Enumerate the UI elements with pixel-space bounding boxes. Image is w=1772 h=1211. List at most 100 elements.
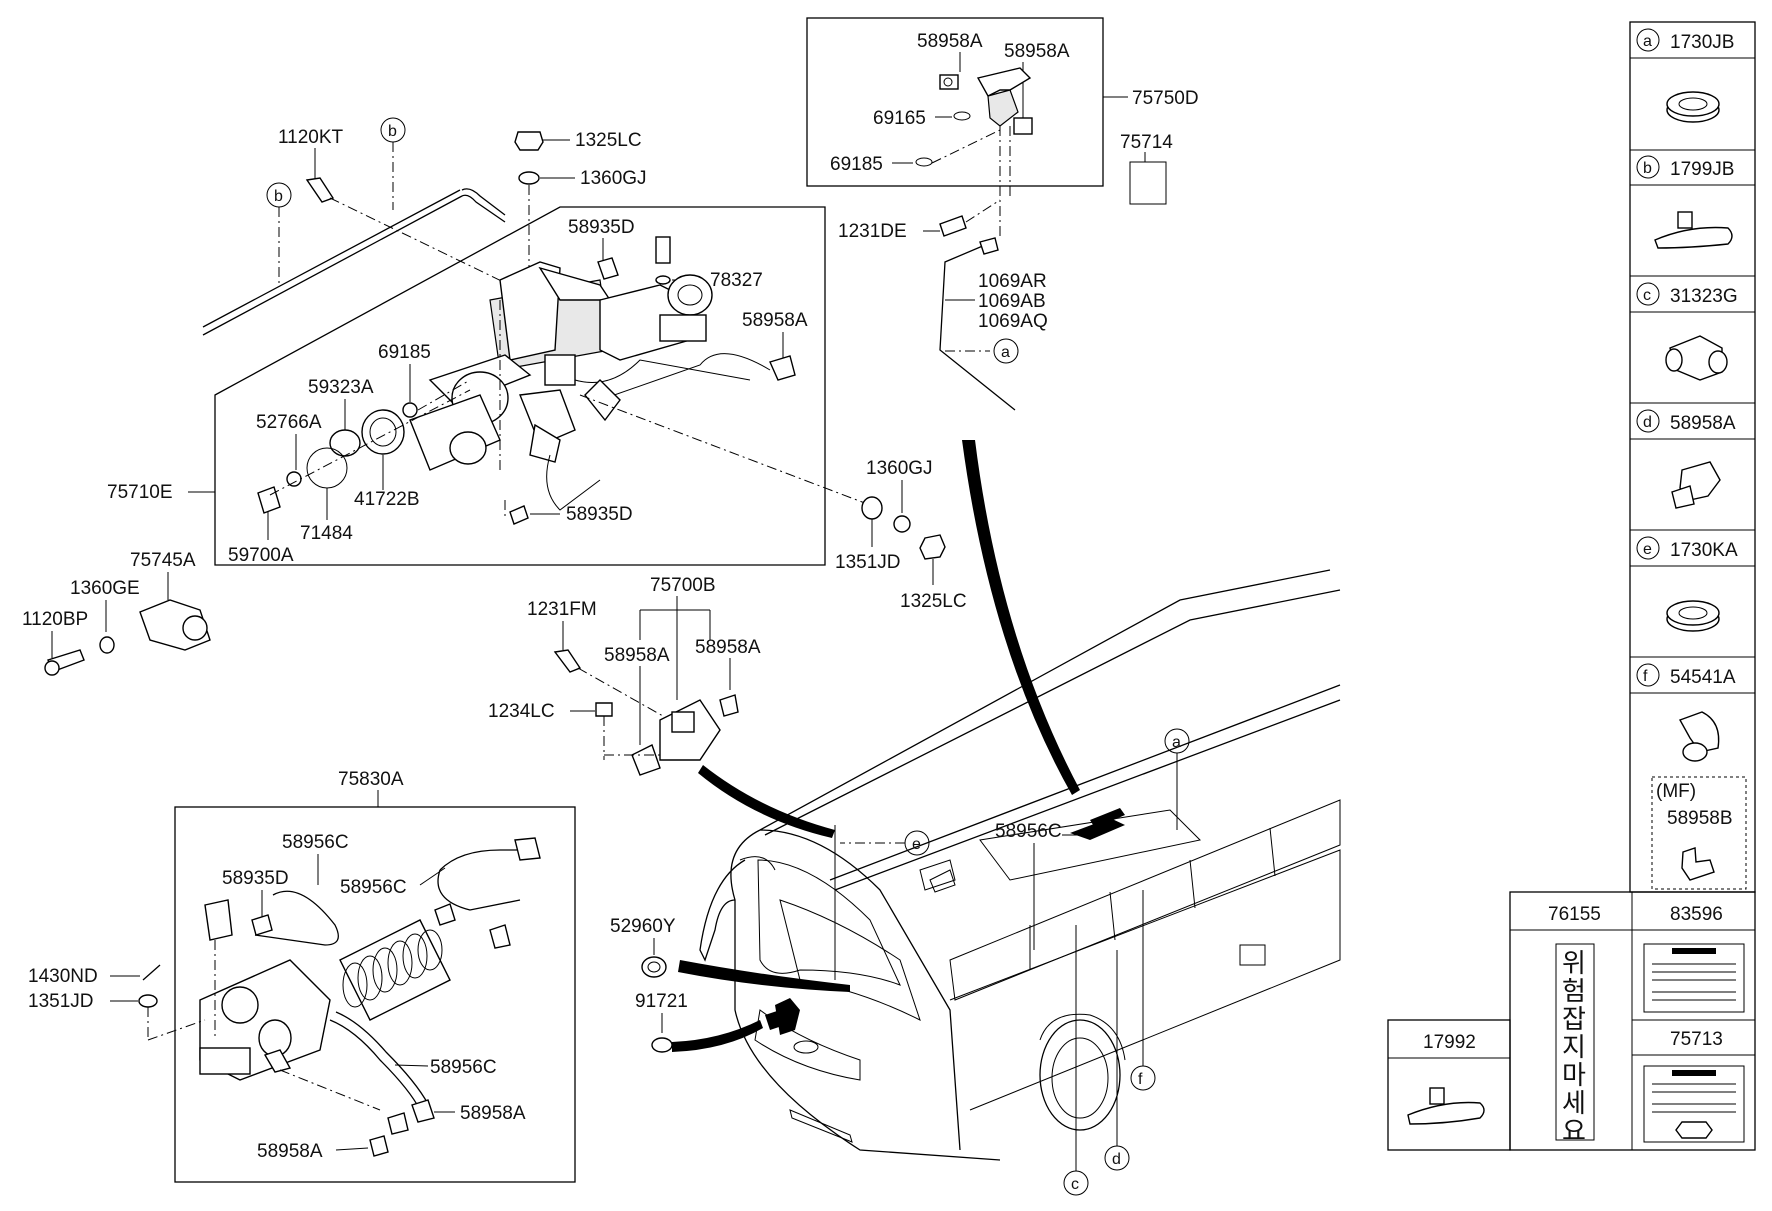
tee-fitting-icon bbox=[1681, 847, 1715, 881]
svg-text:a: a bbox=[1643, 33, 1652, 50]
label-59323a: 59323A bbox=[308, 377, 374, 398]
legend-row-c: c 31323G bbox=[1630, 282, 1755, 381]
warning-label-83596-icon bbox=[1643, 943, 1745, 1013]
legend-83596: 83596 bbox=[1670, 904, 1723, 925]
svg-text:마: 마 bbox=[1562, 1061, 1586, 1091]
legend-code-b: 1799JB bbox=[1670, 159, 1734, 180]
svg-text:b: b bbox=[1643, 160, 1652, 177]
washer-1351jd bbox=[861, 496, 883, 520]
sticker-75714-icon bbox=[1129, 161, 1167, 205]
label-1069ar: 1069AR bbox=[978, 271, 1047, 292]
svg-text:c: c bbox=[1071, 1176, 1079, 1193]
label-69165: 69165 bbox=[873, 108, 926, 129]
label-1325lc-top: 1325LC bbox=[575, 130, 642, 151]
group-75710e: b b 1120KT 1325LC 1360GJ 75710E 58935D 7… bbox=[107, 117, 871, 566]
svg-text:d: d bbox=[1112, 1151, 1121, 1168]
label-58958a-top2: 58958A bbox=[1004, 41, 1070, 62]
nut-1325lc bbox=[919, 534, 946, 560]
label-58958a-low1: 58958A bbox=[257, 1141, 323, 1162]
svg-text:요: 요 bbox=[1562, 1117, 1586, 1147]
label-1430nd: 1430ND bbox=[28, 966, 98, 987]
label-58958a-mid: 58958A bbox=[742, 310, 808, 331]
legend-row-f: f 54541A (MF) 58958B bbox=[1630, 663, 1755, 890]
label-1069aq: 1069AQ bbox=[978, 311, 1048, 332]
svg-text:f: f bbox=[1643, 668, 1648, 685]
legend-code-c: 31323G bbox=[1670, 286, 1738, 307]
legend-row-a: a 1730JB bbox=[1630, 28, 1755, 123]
legend-code-e: 1730KA bbox=[1670, 540, 1738, 561]
group-75745a: 75745A 1360GE 1120BP bbox=[22, 550, 211, 676]
label-1325lc-right: 1325LC bbox=[900, 591, 967, 612]
label-1069ab: 1069AB bbox=[978, 291, 1046, 312]
label-58956c-bus: 58956C bbox=[995, 821, 1062, 842]
label-1351jd-right: 1351JD bbox=[835, 552, 901, 573]
svg-text:a: a bbox=[1001, 344, 1010, 361]
legend-17992: 17992 bbox=[1423, 1032, 1476, 1053]
arrow-to-roof bbox=[962, 440, 1080, 795]
label-1360ge: 1360GE bbox=[70, 578, 140, 599]
label-58935d-low: 58935D bbox=[222, 868, 289, 889]
svg-text:위: 위 bbox=[1562, 949, 1586, 979]
group-75830a: 75830A 58956C 58935D 58956C bbox=[28, 769, 576, 1183]
label-1231de: 1231DE bbox=[838, 221, 907, 242]
label-91721: 91721 bbox=[635, 991, 688, 1012]
svg-text:잡: 잡 bbox=[1562, 1005, 1586, 1035]
label-71484: 71484 bbox=[300, 523, 353, 544]
label-58935d-mid: 58935D bbox=[566, 504, 633, 525]
label-1360gj-right: 1360GJ bbox=[866, 458, 933, 479]
mf-label: (MF) bbox=[1656, 781, 1696, 802]
arrow-75700b bbox=[698, 765, 835, 838]
legend-code-d: 58958A bbox=[1670, 413, 1736, 434]
label-69185-top: 69185 bbox=[830, 154, 883, 175]
label-78327: 78327 bbox=[710, 270, 763, 291]
mf-code: 58958B bbox=[1667, 808, 1733, 829]
label-75700b: 75700B bbox=[650, 575, 716, 596]
mf-box bbox=[1651, 776, 1747, 890]
label-1351jd-low: 1351JD bbox=[28, 991, 94, 1012]
svg-text:b: b bbox=[274, 188, 283, 205]
label-58958a-top1: 58958A bbox=[917, 31, 983, 52]
legend-75713: 75713 bbox=[1670, 1029, 1723, 1050]
svg-text:b: b bbox=[388, 123, 397, 140]
svg-text:험: 험 bbox=[1562, 977, 1586, 1007]
label-1120kt: 1120KT bbox=[278, 127, 344, 148]
label-58956c-3: 58956C bbox=[430, 1057, 497, 1078]
label-41722b: 41722B bbox=[354, 489, 420, 510]
svg-text:e: e bbox=[912, 836, 921, 853]
legend-row-d: d 58958A bbox=[1630, 409, 1755, 509]
label-75750d: 75750D bbox=[1132, 88, 1199, 109]
legend-row-b: b 1799JB bbox=[1630, 155, 1755, 249]
label-58935d-top: 58935D bbox=[568, 217, 635, 238]
svg-text:a: a bbox=[1172, 734, 1181, 751]
label-75745a: 75745A bbox=[130, 550, 196, 571]
label-75710e: 75710E bbox=[107, 482, 173, 503]
bus-illustration bbox=[672, 569, 1341, 1161]
label-52766a: 52766A bbox=[256, 412, 322, 433]
label-1234lc: 1234LC bbox=[488, 701, 555, 722]
callout-a-pipe bbox=[993, 338, 1019, 364]
svg-text:c: c bbox=[1643, 287, 1651, 304]
label-58958a-l: 58958A bbox=[604, 645, 670, 666]
label-52960y: 52960Y bbox=[610, 916, 676, 937]
label-59700a: 59700A bbox=[228, 545, 294, 566]
svg-text:e: e bbox=[1643, 541, 1652, 558]
cable-tie-icon-2 bbox=[1407, 1101, 1485, 1125]
label-75830a: 75830A bbox=[338, 769, 404, 790]
label-69185-mid: 69185 bbox=[378, 342, 431, 363]
label-75714: 75714 bbox=[1120, 132, 1173, 153]
label-58958a-r: 58958A bbox=[695, 637, 761, 658]
legend-76155: 76155 bbox=[1548, 904, 1601, 925]
label-1231fm: 1231FM bbox=[527, 599, 597, 620]
callout-f bbox=[1130, 1065, 1156, 1091]
cable-tie-icon bbox=[1654, 226, 1733, 249]
label-1120bp: 1120BP bbox=[22, 609, 88, 630]
svg-text:세: 세 bbox=[1562, 1089, 1586, 1119]
svg-text:d: d bbox=[1643, 414, 1652, 431]
label-58956c-2: 58956C bbox=[340, 877, 407, 898]
korean-sticker bbox=[1555, 943, 1595, 1141]
legend-table: a 1730JB b 1799JB c 31323G bbox=[1387, 21, 1756, 1151]
pipe-1069 bbox=[939, 244, 1016, 411]
warning-label-75713-icon bbox=[1643, 1065, 1745, 1143]
svg-text:f: f bbox=[1138, 1071, 1143, 1088]
